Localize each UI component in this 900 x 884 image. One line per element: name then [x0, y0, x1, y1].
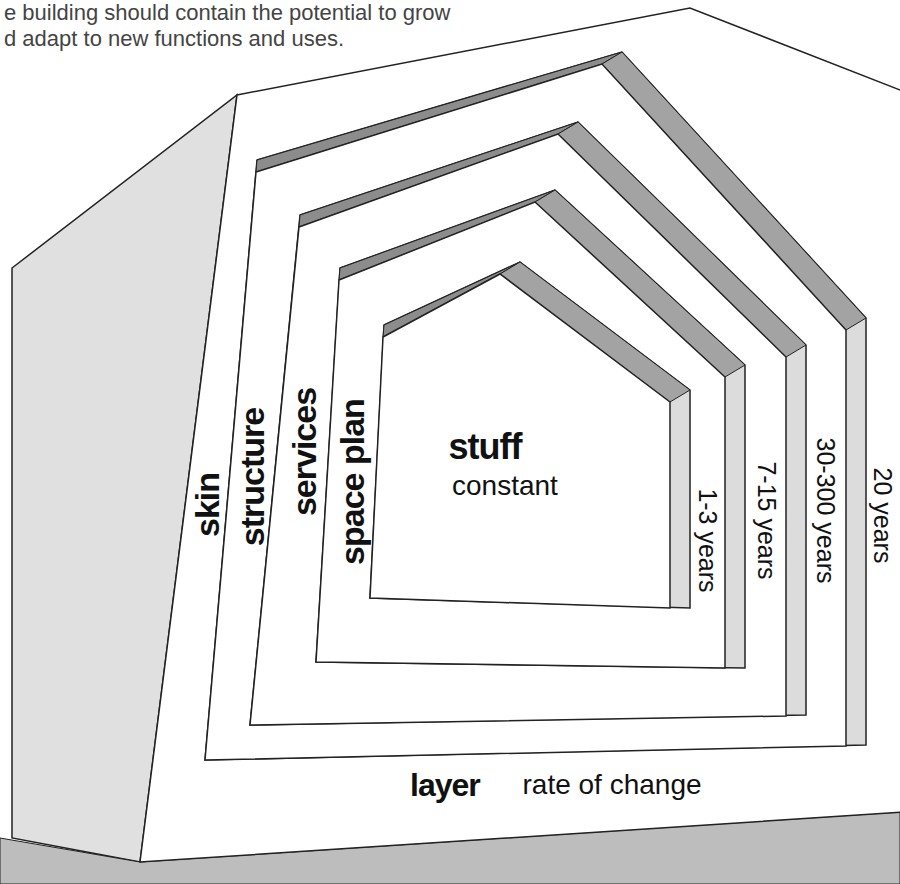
layer-band: stuff constant	[370, 274, 670, 608]
opening-depth	[316, 190, 745, 668]
rate-of-change: 20 years	[870, 467, 895, 563]
front-face	[370, 274, 670, 608]
layer-name: structure	[235, 408, 269, 546]
rate-of-change: 30-300 years	[813, 437, 838, 583]
front-face	[205, 64, 846, 760]
layer-band: stuff constant space plan 1-3 years	[316, 202, 725, 668]
rate-of-change: constant	[452, 472, 558, 500]
opening-depth	[205, 52, 866, 760]
layer-name: skin	[190, 473, 224, 537]
layer-name: space plan	[335, 399, 369, 565]
layer-band: stuff constant space plan 1-3 years services…	[140, 8, 900, 862]
layer-band: stuff constant space plan 1-3 years services…	[250, 134, 786, 725]
front-face	[316, 202, 725, 668]
axis-label: layer	[410, 769, 480, 801]
layer-name: services	[287, 388, 321, 516]
rate-of-change: 7-15 years	[754, 461, 779, 579]
opening-depth	[250, 122, 806, 725]
axis-label: rate of change	[523, 771, 702, 799]
opening-depth	[370, 262, 690, 608]
layer-name: stuff	[449, 429, 522, 465]
rate-of-change: 1-3 years	[695, 488, 720, 592]
layer-band: stuff constant space plan 1-3 years services…	[205, 64, 846, 760]
front-face	[250, 134, 786, 725]
caption-text: e building should contain the potential …	[4, 2, 450, 24]
caption-text: d adapt to new functions and uses.	[4, 28, 344, 50]
front-face	[140, 8, 900, 862]
